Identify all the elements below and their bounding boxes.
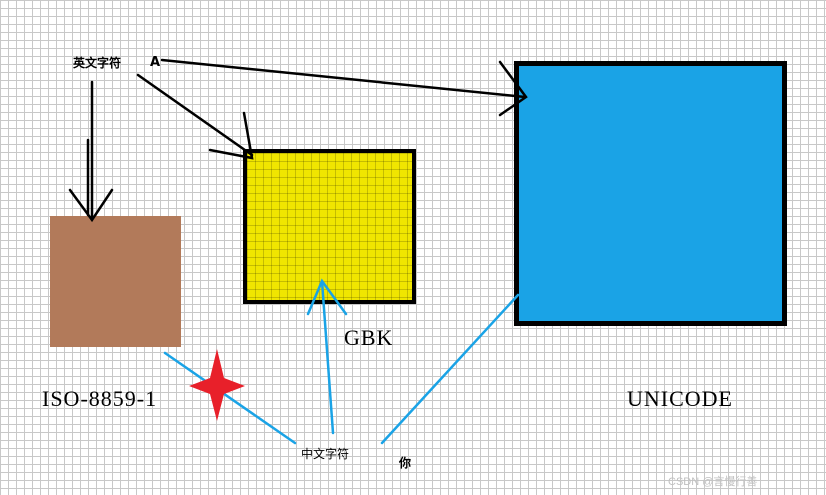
arrow-to-iso-head [68,188,114,223]
ni-char-label: 你 [399,456,412,470]
blue-line-from-iso [163,351,297,445]
red-star-icon [189,349,245,421]
blue-arrow-to-gbk [320,279,335,435]
arrow-to-gbk-head [208,111,254,160]
english-chars-label: 英文字符 [73,56,122,70]
iso-8859-1-box [50,216,181,347]
blue-arrow-to-gbk-head [306,278,348,316]
letter-a-label: A [150,55,161,70]
iso-8859-1-label: ISO-8859-1 [42,386,158,411]
arrow-to-unicode-head [498,60,528,117]
blue-line-to-unicode [380,293,520,445]
chinese-chars-label: 中文字符 [301,447,350,461]
unicode-label: UNICODE [627,386,733,411]
arrow-to-unicode [160,58,527,99]
arrow-to-gbk [136,73,254,157]
unicode-box [514,61,787,326]
gbk-box [243,149,416,304]
watermark: CSDN @言慢行善 [668,476,758,488]
gbk-label: GBK [344,325,394,350]
